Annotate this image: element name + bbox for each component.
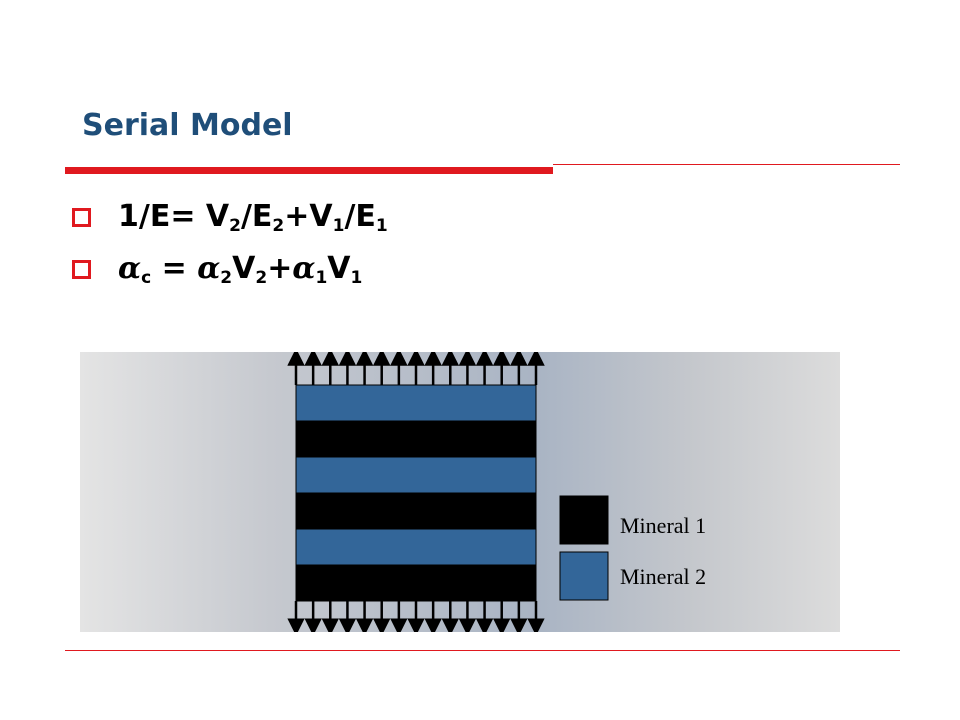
layer-mineral-1 [295, 564, 537, 602]
bullet-square-icon [72, 207, 91, 227]
legend-swatch-2 [559, 551, 609, 601]
legend-swatch-1 [559, 495, 609, 545]
layer-mineral-2 [295, 384, 537, 422]
serial-model-diagram [287, 352, 609, 632]
formula-modulus: 1/E= V2/E2+V1/E1 [72, 191, 388, 243]
diagram-panel: Mineral 1 Mineral 2 [80, 352, 840, 632]
legend [559, 495, 609, 601]
layer-mineral-1 [295, 420, 537, 458]
footer-rule [65, 650, 900, 651]
formula-list: 1/E= V2/E2+V1/E1 αc = α2V2+α1V1 [72, 191, 388, 295]
formula-modulus-text: 1/E= V2/E2+V1/E1 [118, 198, 388, 236]
layer-mineral-2 [295, 456, 537, 494]
layer-mineral-1 [295, 492, 537, 530]
bullet-square-icon [72, 259, 91, 279]
layer-stack [295, 384, 537, 602]
slide-title: Serial Model [82, 108, 293, 143]
title-underline [65, 167, 553, 174]
title-rule-thin [553, 164, 900, 165]
force-arrows [287, 352, 545, 632]
formula-expansion-text: αc = α2V2+α1V1 [118, 250, 363, 288]
legend-label-mineral-2: Mineral 2 [620, 564, 707, 589]
formula-expansion: αc = α2V2+α1V1 [72, 243, 388, 295]
layer-mineral-2 [295, 528, 537, 566]
legend-label-mineral-1: Mineral 1 [620, 513, 707, 538]
